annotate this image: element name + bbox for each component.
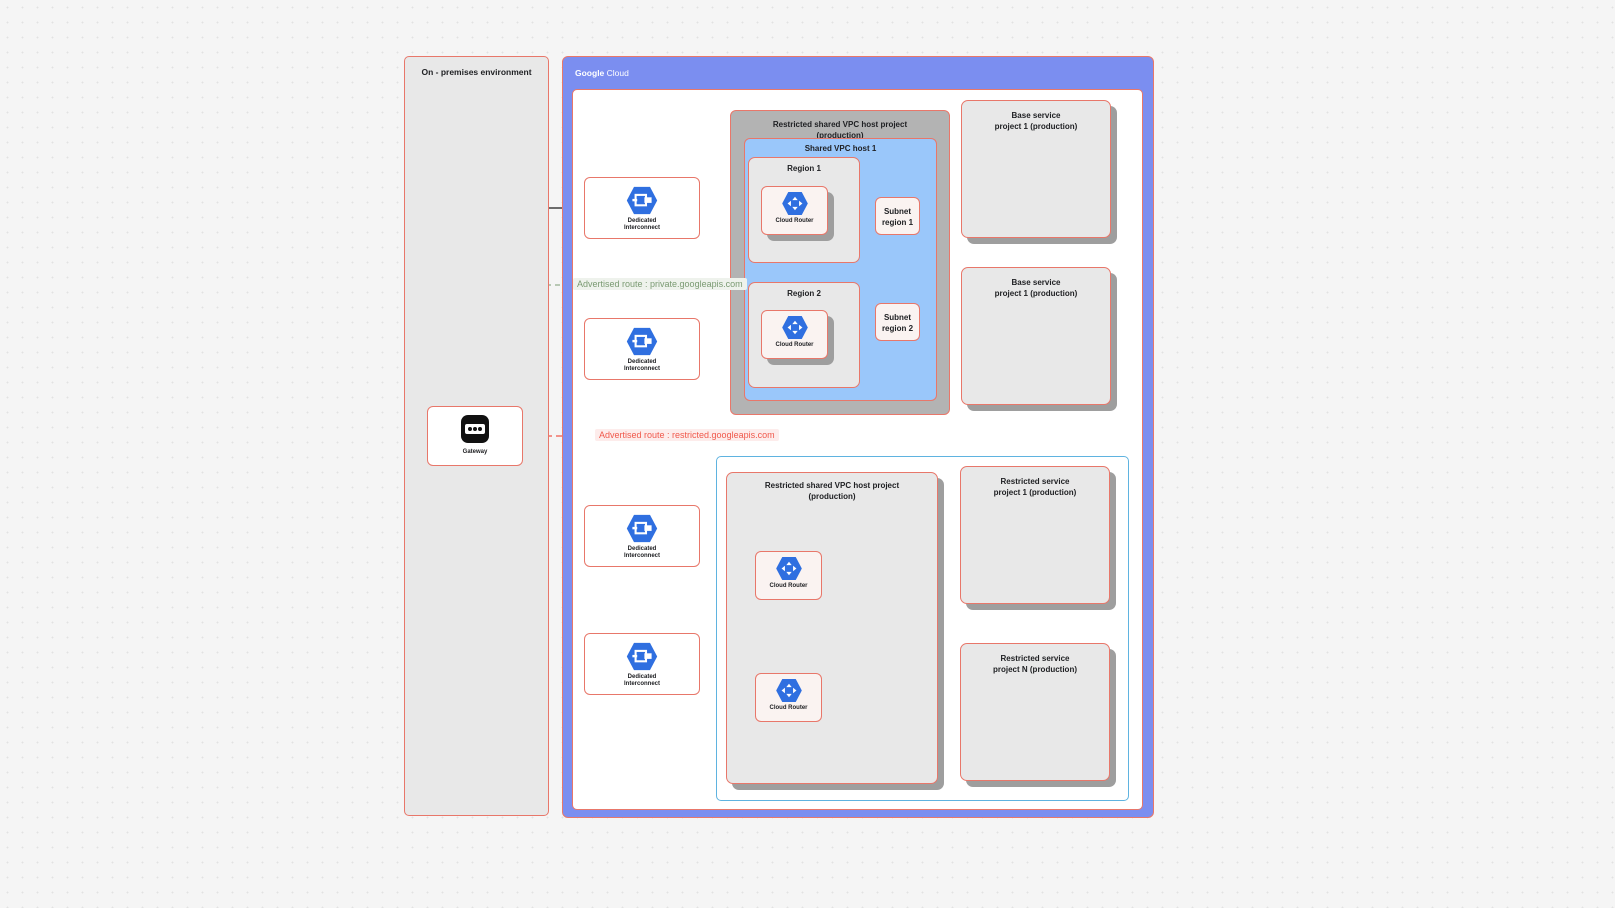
cloud-router-icon [781, 315, 808, 340]
dedicated-interconnect-label: Dedicated Interconnect [623, 546, 660, 560]
restricted-perimeter [716, 456, 1129, 801]
service-project-title: Restricted service project 1 (production… [993, 477, 1077, 497]
cloud-router-label: Cloud Router [775, 342, 814, 348]
cloud-router-r1-host2[interactable]: Cloud Router [755, 551, 828, 606]
dedicated-interconnect-2[interactable]: Dedicated Interconnect [584, 318, 700, 380]
subnet-label: Subnet region 1 [881, 207, 914, 227]
gateway-node[interactable]: Gateway [427, 406, 523, 466]
cloud-router-icon [775, 678, 802, 703]
gateway-label: Gateway [462, 449, 488, 455]
cloud-router-icon [781, 191, 808, 216]
dedicated-interconnect-icon [626, 642, 658, 671]
subnet-label: Subnet region 2 [881, 313, 914, 333]
google-cloud-suffix: Cloud [604, 68, 629, 78]
host-project-title: Restricted shared VPC host project (prod… [764, 481, 900, 501]
base-service-project-1: Base service project 1 (production) [961, 100, 1117, 244]
dedicated-interconnect-icon [626, 327, 658, 356]
dedicated-interconnect-label: Dedicated Interconnect [623, 674, 660, 688]
advertised-route-private-label: Advertised route : private.googleapis.co… [573, 278, 747, 290]
dedicated-interconnect-1[interactable]: Dedicated Interconnect [584, 177, 700, 239]
dedicated-interconnect-icon [626, 186, 658, 215]
dedicated-interconnect-label: Dedicated Interconnect [623, 359, 660, 373]
dedicated-interconnect-label: Dedicated Interconnect [623, 218, 660, 232]
cloud-router-r2-host1[interactable]: Cloud Router [761, 310, 834, 365]
region-title: Region 1 [787, 164, 821, 173]
google-brand: Google [575, 68, 605, 78]
google-cloud-label: Google Cloud [575, 68, 629, 78]
gateway-icon [461, 415, 489, 443]
region-title: Region 2 [787, 289, 821, 298]
cloud-router-label: Cloud Router [769, 583, 808, 589]
subnet-region-1-host-1: Subnet region 1 [875, 197, 920, 235]
cloud-router-r1-host1[interactable]: Cloud Router [761, 186, 834, 241]
dedicated-interconnect-4[interactable]: Dedicated Interconnect [584, 633, 700, 695]
shared-vpc-title: Shared VPC host 1 [804, 144, 877, 153]
service-project-title: Base service project 1 (production) [994, 278, 1078, 298]
dedicated-interconnect-icon [626, 514, 658, 543]
cloud-router-icon [775, 556, 802, 581]
advertised-route-restricted-label: Advertised route : restricted.googleapis… [595, 429, 779, 441]
subnet-region-2-host-1: Subnet region 2 [875, 303, 920, 341]
host-project-title: Restricted shared VPC host project (prod… [772, 120, 908, 140]
service-project-title: Base service project 1 (production) [994, 111, 1078, 131]
restricted-shared-vpc-host-project-2: Restricted shared VPC host project (prod… [726, 472, 944, 790]
cloud-router-r2-host2[interactable]: Cloud Router [755, 673, 828, 728]
cloud-router-label: Cloud Router [769, 705, 808, 711]
dedicated-interconnect-3[interactable]: Dedicated Interconnect [584, 505, 700, 567]
service-project-title: Restricted service project N (production… [993, 654, 1077, 674]
on-premises-title: On - premises environment [421, 67, 532, 77]
restricted-service-project-n: Restricted service project N (production… [960, 643, 1116, 787]
cloud-router-label: Cloud Router [775, 218, 814, 224]
restricted-service-project-1: Restricted service project 1 (production… [960, 466, 1116, 610]
base-service-project-2: Base service project 1 (production) [961, 267, 1117, 411]
